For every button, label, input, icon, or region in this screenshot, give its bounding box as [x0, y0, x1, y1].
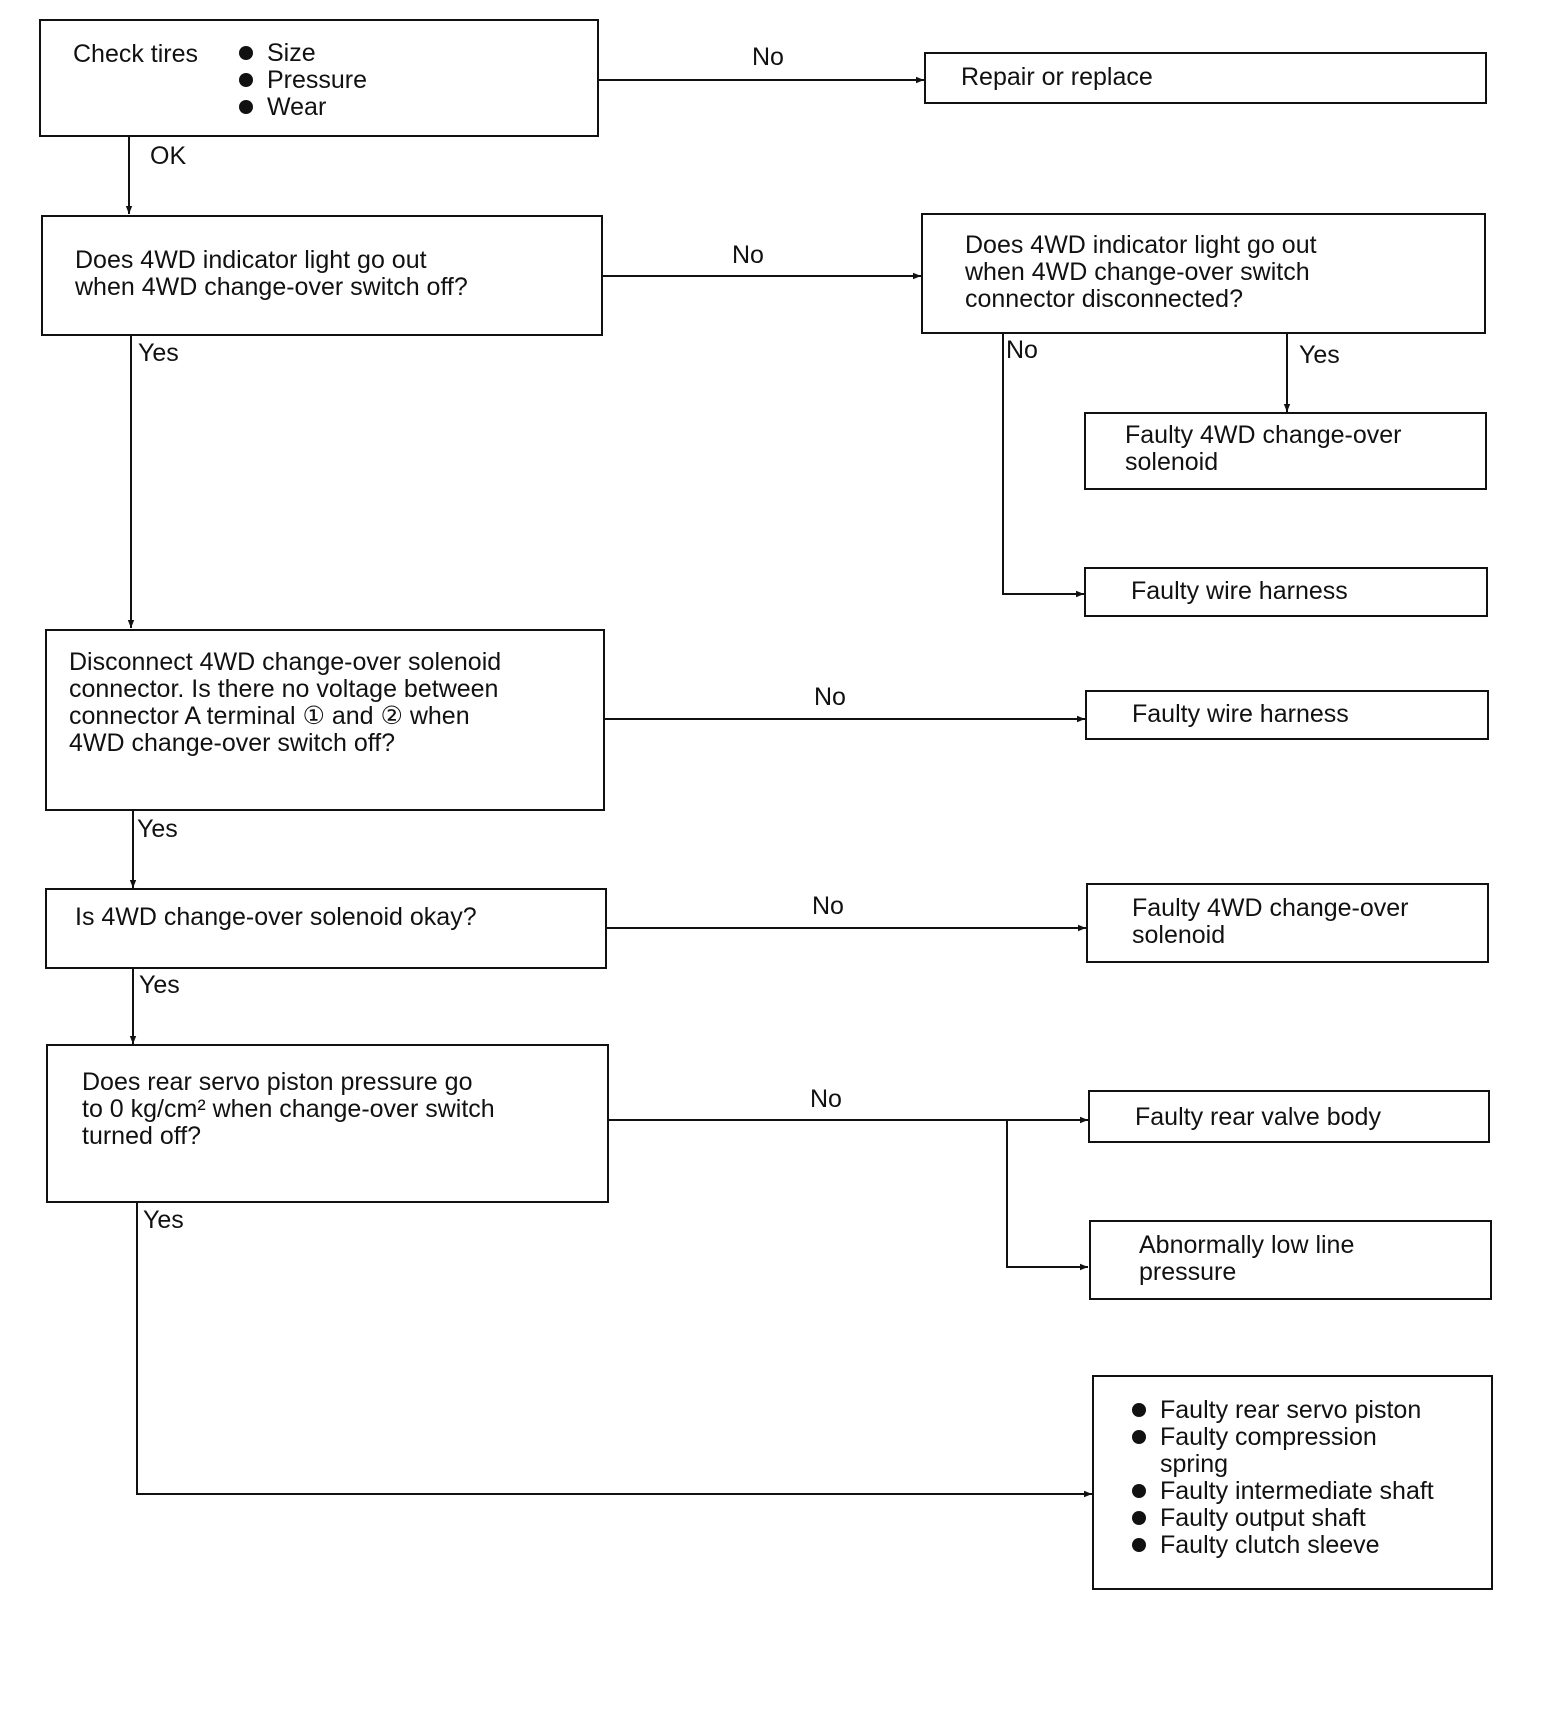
box-line: Abnormally low line [1139, 1231, 1355, 1259]
edge-label-no: No [810, 1085, 842, 1113]
faulty-wire-harness-box-2: Faulty wire harness [1085, 690, 1489, 740]
solenoid-ok-question-box: Is 4WD change-over solenoid okay? [45, 888, 607, 969]
final-faults-list: Faulty rear servo piston Faulty compress… [1130, 1397, 1434, 1559]
edge-label-no: No [1006, 336, 1038, 364]
servo-pressure-question-box: Does rear servo piston pressure go to 0 … [46, 1044, 609, 1203]
fault-item: Faulty intermediate shaft [1130, 1478, 1434, 1505]
faulty-solenoid-box-1: Faulty 4WD change-over solenoid [1084, 412, 1487, 490]
connector-disconnected-question-box: Does 4WD indicator light go out when 4WD… [921, 213, 1486, 334]
box-line: Does 4WD indicator light go out [965, 231, 1317, 259]
check-tires-item: Size [237, 40, 367, 67]
box-line: Does 4WD indicator light go out [75, 246, 427, 274]
fault-item-continued: spring [1160, 1450, 1229, 1478]
box-line: solenoid [1132, 921, 1226, 949]
arrow-servo-no-branch [1006, 1120, 1088, 1271]
indicator-off-question-box: Does 4WD indicator light go out when 4WD… [41, 215, 603, 336]
fault-item: Faulty clutch sleeve [1130, 1532, 1434, 1559]
fault-item: Faulty output shaft [1130, 1505, 1434, 1532]
fault-item: Faulty compression [1130, 1424, 1434, 1451]
box-line: to 0 kg/cm² when change-over switch [82, 1095, 495, 1123]
box-line: Faulty 4WD change-over [1125, 421, 1402, 449]
box-line: Is 4WD change-over solenoid okay? [75, 903, 477, 931]
box-line: Faulty wire harness [1131, 577, 1348, 605]
box-line: Faulty wire harness [1132, 700, 1349, 728]
box-line: Faulty 4WD change-over [1132, 894, 1409, 922]
edge-label-no: No [732, 241, 764, 269]
repair-or-replace-box: Repair or replace [924, 52, 1487, 104]
check-tires-item: Pressure [237, 67, 367, 94]
box-line: turned off? [82, 1122, 202, 1150]
arrow-disconnected-no [1002, 334, 1084, 598]
arrow-servo-yes [136, 1203, 1092, 1498]
edge-label-ok: OK [150, 142, 187, 170]
check-tires-box: Check tires Size Pressure Wear [39, 19, 599, 137]
box-line: solenoid [1125, 448, 1219, 476]
edge-label-yes: Yes [143, 1206, 184, 1234]
edge-label-yes: Yes [137, 815, 178, 843]
box-line: connector. Is there no voltage between [69, 675, 499, 703]
box-line: when 4WD change-over switch off? [75, 273, 468, 301]
faulty-solenoid-box-2: Faulty 4WD change-over solenoid [1086, 883, 1489, 963]
edge-label-yes: Yes [1299, 341, 1340, 369]
final-faults-box: Faulty rear servo piston Faulty compress… [1092, 1375, 1493, 1590]
box-line: when 4WD change-over switch [965, 258, 1310, 286]
box-line: Does rear servo piston pressure go [82, 1068, 473, 1096]
voltage-question-box: Disconnect 4WD change-over solenoid conn… [45, 629, 605, 811]
faulty-wire-harness-box-1: Faulty wire harness [1084, 567, 1488, 617]
box-line: pressure [1139, 1258, 1237, 1286]
check-tires-item: Wear [237, 94, 367, 121]
box-line: Repair or replace [961, 63, 1153, 91]
low-line-pressure-box: Abnormally low line pressure [1089, 1220, 1492, 1300]
check-tires-items: Size Pressure Wear [237, 40, 367, 121]
edge-label-yes: Yes [139, 971, 180, 999]
box-line: 4WD change-over switch off? [69, 729, 396, 757]
fault-item: Faulty rear servo piston [1130, 1397, 1434, 1424]
edge-label-yes: Yes [138, 339, 179, 367]
box-line: connector disconnected? [965, 285, 1243, 313]
edge-label-no: No [752, 43, 784, 71]
box-line: Disconnect 4WD change-over solenoid [69, 648, 502, 676]
edge-label-no: No [812, 892, 844, 920]
faulty-rear-valve-body-box: Faulty rear valve body [1088, 1090, 1490, 1143]
box-line: connector A terminal ① and ② when [69, 702, 470, 730]
edge-label-no: No [814, 683, 846, 711]
check-tires-title: Check tires [73, 40, 199, 68]
box-line: Faulty rear valve body [1135, 1103, 1381, 1131]
